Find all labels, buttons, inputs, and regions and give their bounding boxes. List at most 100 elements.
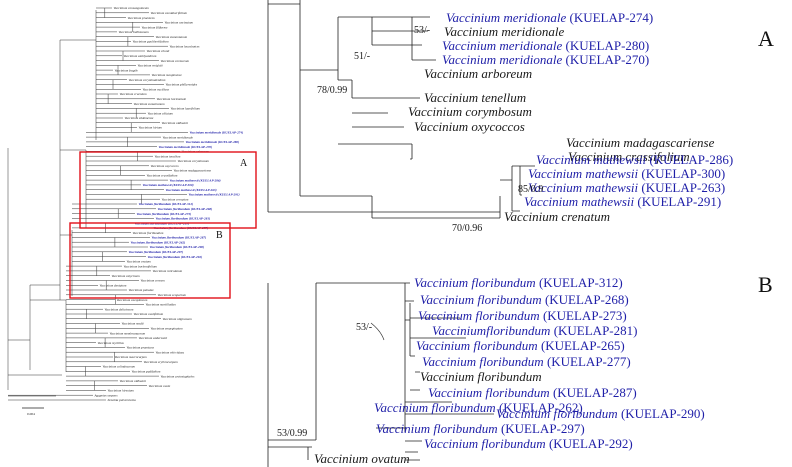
ov-tip-63: Vaccinium deliciosum: [105, 307, 134, 311]
panel-a-tip-9: Vaccinium crassifolium: [568, 149, 690, 164]
panel-b-tip-species: Vaccinium floribundum: [418, 308, 540, 323]
ov-tip-2: Vaccinium praestens: [128, 16, 156, 20]
panel-a-letter: A: [758, 26, 774, 51]
ov-tip-33: Vaccinium oxycoccos: [151, 164, 180, 168]
ov-tip-60: Vaccinium scoparium: [158, 293, 187, 297]
ov-tip-39: Vaccinium mathewsii (KUELAP-291): [189, 193, 240, 197]
panel-a-tip-12: Vaccinium mathewsii (KUELAP-263): [528, 180, 725, 195]
ov-tip-7: Vaccinium gaultheriifolium: [133, 40, 170, 44]
ov-tip-56: Vaccinium calycinum: [112, 274, 141, 278]
panel-b-letter: B: [758, 272, 773, 297]
panel-a-tip-14: Vaccinium crenatum: [504, 209, 610, 224]
ov-tip-40: Vaccinium crenatum: [162, 197, 190, 201]
panel-a-tip-8: Vaccinium madagascariense: [566, 135, 715, 150]
panel-a-tip-species: Vaccinium meridionale: [442, 38, 562, 53]
panel-b-tip-3: Vacciniumfloribundum (KUELAP-281): [432, 323, 637, 338]
ov-tip-13: Vaccinium fragile: [115, 68, 139, 72]
ov-tip-27: Vaccinium meridionale: [163, 135, 194, 139]
support-51: 51/-: [354, 51, 370, 62]
panel-a-tip-code: (KUELAP-291): [634, 194, 721, 209]
ov-tip-36: Vaccinium mathewsii (KUELAP-286): [170, 178, 221, 182]
ov-tip-15: Vaccinium corymbodendron: [129, 78, 166, 82]
ov-tip-28: Vaccinium meridionale (KUELAP-280): [186, 140, 240, 144]
ov-tip-29: Vaccinium meridionale (KUELAP-270): [159, 145, 213, 149]
clade-a-box: [79, 151, 257, 229]
support-85: 85/0.9: [518, 184, 543, 195]
panel-b-tip-code: (KUELAP-297): [498, 421, 585, 436]
ov-tip-78: Vaccinium oldhamii: [120, 379, 146, 383]
ov-tip-34: Vaccinium madagascariense: [174, 169, 212, 173]
ov-tip-42: Vaccinium floribundum (KUELAP-268): [158, 207, 213, 211]
panel-b-tip-code: (KUELAP-265): [538, 338, 625, 353]
panel-a-tip-code: (KUELAP-280): [562, 38, 649, 53]
ov-tip-49: Vaccinium floribundum (KUELAP-262): [131, 240, 186, 244]
ov-tip-16: Vaccinium phillyreoides: [166, 83, 198, 87]
ov-tip-37: Vaccinium mathewsii (KUELAP-300): [143, 183, 194, 187]
ov-backbone: [8, 40, 62, 397]
clade-b-box: [69, 222, 231, 299]
panel-b-tip-species: Vaccinium floribundum: [420, 369, 542, 384]
ov-tip-77: Vaccinium arctostaphylos: [161, 374, 196, 378]
panel-a-tip-1: Vaccinium meridionale: [444, 24, 564, 39]
clade-a-box-label: A: [240, 158, 248, 169]
panel-a-tip-labels: Vaccinium meridionale (KUELAP-274)Vaccin…: [408, 10, 733, 224]
ov-tip-14: Vaccinium moupinense: [152, 73, 183, 77]
panel-a-tip-code: (KUELAP-286): [646, 152, 733, 167]
panel-b-tip-species: Vaccinium floribundum: [376, 421, 498, 436]
ov-tip-4: Vaccinium filiforme: [142, 25, 168, 29]
ov-tip-12: Vaccinium wrightii: [138, 64, 163, 68]
clade-b-box-label: B: [216, 230, 223, 241]
ov-tip-58: Vaccinium dentatum: [100, 284, 127, 288]
panel-a-tip-species: Vaccinium mathewsii: [528, 166, 639, 181]
panel-b-tip-code: (KUELAP-292): [546, 436, 633, 451]
panel-a-tip-species: Vaccinium crassifolium: [568, 149, 690, 164]
panel-a-tip-species: Vaccinium tenellum: [424, 90, 526, 105]
panel-b-tip-species: Vaccinium floribundum: [416, 338, 538, 353]
panel-a-tip-code: (KUELAP-270): [562, 52, 649, 67]
panel-b-tip-11: Vaccinium floribundum (KUELAP-292): [424, 436, 633, 451]
panel-b-tip-code: (KUELAP-277): [544, 354, 631, 369]
ov-tip-5: Vaccinium bullisianum: [119, 30, 150, 34]
panel-b-tip-10: Vaccinium floribundum (KUELAP-297): [376, 421, 585, 436]
panel-b-tip-labels: Vaccinium floribundum (KUELAP-312)Vaccin…: [314, 275, 705, 466]
ov-tip-72: Vaccinium vitis-idaea: [156, 350, 185, 354]
panel-b-tip-code: (KUELAP-281): [550, 323, 637, 338]
ov-tip-32: Vaccinium corymbosum: [178, 159, 210, 163]
panel-a-tip-species: Vaccinium meridionale: [446, 10, 566, 25]
panel-a-tip-code: (KUELAP-263): [638, 180, 725, 195]
ov-tip-25: Vaccinium hirtum: [139, 126, 163, 130]
ov-tip-35: Vaccinium crassifolium: [147, 174, 178, 178]
panel-b-tip-6: Vaccinium floribundum: [420, 369, 542, 384]
ov-tip-62: Vaccinium myrtilloides: [146, 303, 177, 307]
ov-tip-6: Vaccinium stanonianum: [156, 35, 188, 39]
panel-b-tip-code: (KUELAP-262): [496, 400, 583, 415]
panel-b-tip-7: Vaccinium floribundum (KUELAP-287): [428, 385, 637, 400]
ov-tip-68: Vaccinium membranaceum: [110, 331, 146, 335]
ov-tip-79: Vaccinium ovale: [149, 384, 171, 388]
panel-b-tip-species: Vaccinium floribundum: [428, 385, 550, 400]
panel-a-tip-species: Vaccinium crenatum: [504, 209, 610, 224]
ov-tip-82: Zenobia pulverulenta: [108, 398, 137, 402]
panel-a-tip-4: Vaccinium arboreum: [424, 66, 532, 81]
clade-a-detail: Vaccinium meridionale (KUELAP-274)Vaccin…: [267, 0, 774, 234]
panel-a-tip-species: Vaccinium meridionale: [444, 24, 564, 39]
ov-tip-44: Vaccinium floribundum (KUELAP-281): [156, 217, 211, 221]
ov-tip-21: Vaccinium laurifolium: [171, 107, 201, 111]
ov-tip-1: Vaccinium cassiduerifolium: [151, 11, 188, 15]
panel-b-tip-species: Vacciniumfloribundum: [432, 323, 550, 338]
panel-a-tip-13: Vaccinium mathewsii (KUELAP-291): [524, 194, 721, 209]
support-70: 70/0.96: [452, 223, 482, 234]
ov-tip-61: Vaccinium caespitosum: [117, 298, 148, 302]
panel-b-tip-species: Vaccinium floribundum: [422, 354, 544, 369]
ov-tip-48: Vaccinium floribundum (KUELAP-287): [152, 236, 207, 240]
ov-tip-73: Vaccinium macrocarpon: [115, 355, 148, 359]
panel-b-tip-species: Vaccinium floribundum: [420, 292, 542, 307]
ov-tip-69: Vaccinium andersonii: [139, 336, 168, 340]
ov-tip-74: Vaccinium erythrocarpum: [144, 360, 179, 364]
panel-a-tip-species: Vaccinium oxycoccos: [414, 119, 525, 134]
overview-branches: [7, 7, 188, 401]
ov-tip-23: Vaccinium sikkimense: [125, 116, 154, 120]
ov-tip-24: Vaccinium oldhamii: [162, 121, 188, 125]
ov-tip-53: Vaccinium ovatum: [127, 260, 152, 264]
